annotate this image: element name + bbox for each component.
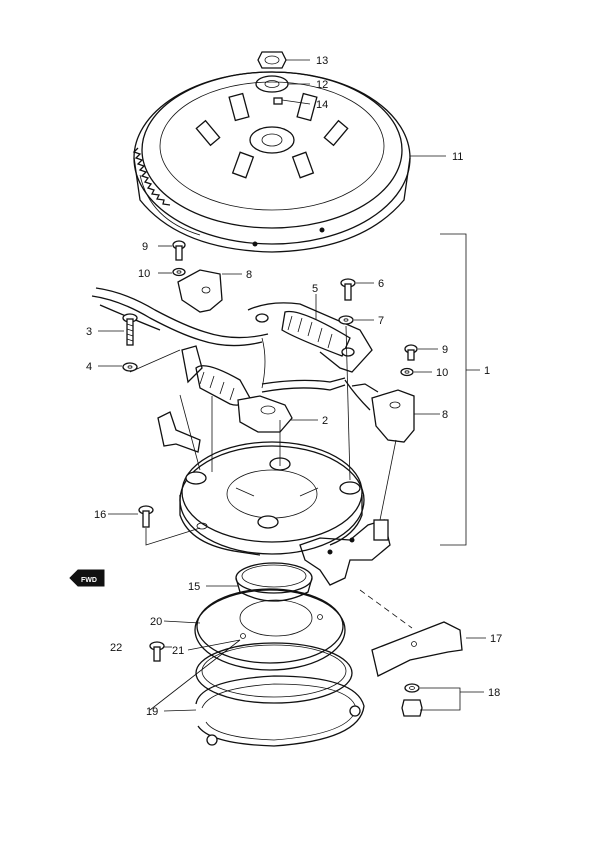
washer-10-upper [172,267,186,277]
plate-20-part [194,588,346,671]
callout-3: 3 [86,326,92,338]
ring-gear-teeth [132,147,171,206]
callout-10-upper: 10 [138,268,150,280]
callout-7: 7 [378,315,384,327]
sleeve-15-part [235,562,313,602]
callout-17: 17 [490,633,502,645]
screw-9-right [404,344,418,361]
callout-9-right: 9 [442,344,448,356]
key-part [273,97,283,105]
callout-16: 16 [94,509,106,521]
washer-4 [122,362,138,372]
screw-9-upper [172,240,186,261]
callout-18: 18 [488,687,500,699]
callout-4: 4 [86,361,92,373]
callout-1: 1 [484,365,490,377]
connector-right-part [371,389,415,443]
connector-upper-part [177,269,223,313]
screw-6 [340,278,356,301]
callout-10-right: 10 [436,367,448,379]
screw-22 [149,641,165,662]
flywheel-nut-part [257,51,287,69]
pulser-coil-part [181,345,293,433]
callout-22: 22 [110,642,122,654]
washer-part [255,75,289,93]
stator-base-part [179,441,365,556]
gasket-19-part [195,675,365,747]
callout-21: 21 [172,645,184,657]
callout-19: 19 [146,706,158,718]
exciter-coil-part [247,302,373,373]
callout-13: 13 [316,55,328,67]
callout-8-upper: 8 [246,269,252,281]
callout-15: 15 [188,581,200,593]
callout-11: 11 [452,151,463,163]
callout-labels: 13 12 14 11 9 10 8 5 6 7 3 4 9 10 1 8 2 … [86,55,502,718]
screw-16 [138,505,154,528]
callout-12: 12 [316,79,328,91]
fwd-label: FWD [81,577,97,584]
callout-6: 6 [378,278,384,290]
callout-2: 2 [322,415,328,427]
leader-lines [98,59,486,712]
bracket-left [157,411,201,453]
callout-5: 5 [312,283,318,295]
flywheel-part [132,71,411,253]
wire-harness [91,287,379,411]
callout-9-upper: 9 [142,241,148,253]
callout-20: 20 [150,616,162,628]
washer-7 [338,315,354,325]
screw-3 [122,313,138,346]
washer-10-right [400,367,414,377]
callout-8-right: 8 [442,409,448,421]
fwd-arrow-icon: FWD [69,569,105,587]
bolt-washer-18-part [401,683,423,717]
bracket-17-part [371,621,463,677]
ring-21-part [195,642,353,704]
callout-14: 14 [316,99,328,111]
